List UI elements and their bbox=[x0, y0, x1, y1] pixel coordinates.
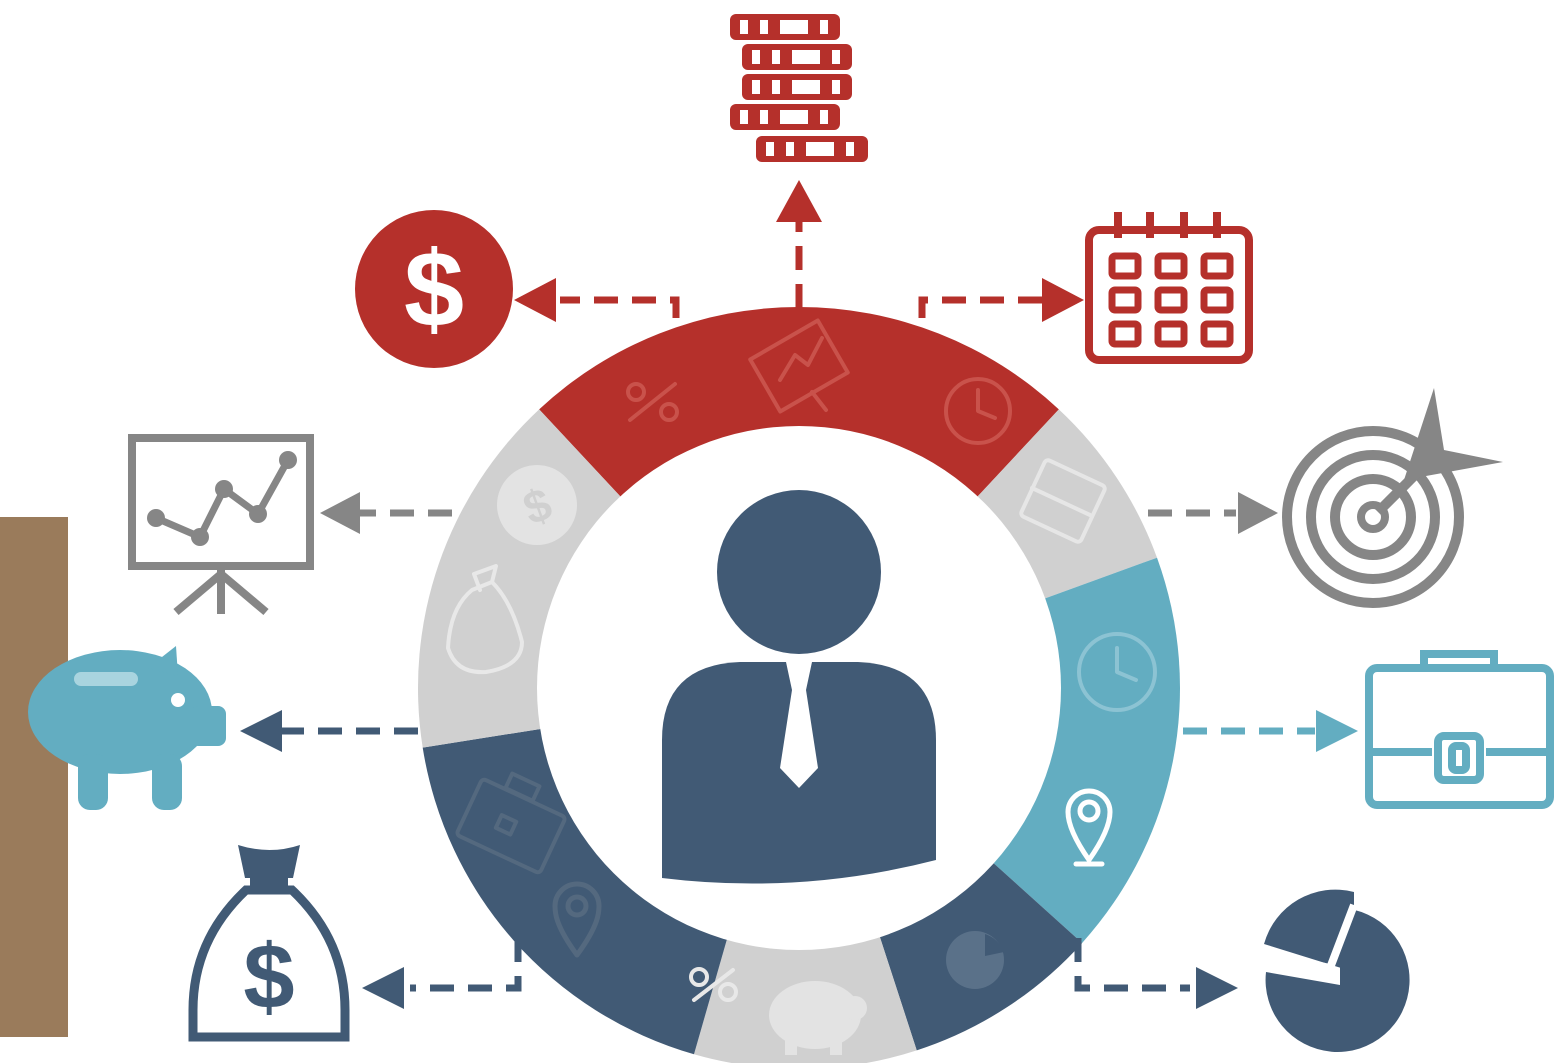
ring-icons: $ bbox=[446, 318, 1157, 1055]
coin-stripe bbox=[760, 20, 768, 34]
dollar-coin-icon: $ bbox=[355, 210, 513, 368]
svg-text:$: $ bbox=[243, 926, 294, 1028]
coin-stripe bbox=[760, 110, 768, 124]
calendar-cell bbox=[1154, 320, 1188, 348]
connector-calendar bbox=[918, 296, 1042, 318]
coin-stripe bbox=[820, 20, 828, 34]
coin-stripe bbox=[752, 80, 760, 94]
coin-stripe bbox=[800, 110, 808, 124]
coin-stripe bbox=[792, 80, 818, 94]
connectors bbox=[282, 220, 1315, 992]
arrowheads bbox=[240, 180, 1358, 1009]
arrowhead-left bbox=[514, 278, 556, 322]
coin-stripe bbox=[740, 110, 748, 124]
arrowhead-left bbox=[362, 967, 404, 1009]
coin-stripe bbox=[772, 50, 780, 64]
side-panel-bar bbox=[0, 517, 68, 1037]
ring-dollar-coin-icon: $ bbox=[497, 465, 577, 545]
arrowhead-left bbox=[240, 710, 282, 752]
calendar-cell bbox=[1108, 252, 1142, 280]
calendar-cell bbox=[1154, 252, 1188, 280]
connector-money-bag bbox=[410, 938, 522, 992]
calendar-cell bbox=[1108, 320, 1142, 348]
coin-stripe bbox=[820, 110, 828, 124]
coin-stripe bbox=[772, 80, 780, 94]
calendar-cell bbox=[1200, 320, 1234, 348]
coin-stripe bbox=[766, 142, 774, 156]
calendar-icon bbox=[1085, 212, 1253, 364]
piggy-bank-icon bbox=[28, 646, 226, 810]
businessman-icon bbox=[662, 490, 936, 884]
ring-clock-icon bbox=[1077, 632, 1157, 712]
target-icon bbox=[1282, 388, 1503, 608]
calendar-cell bbox=[1108, 286, 1142, 314]
coin-stripe bbox=[832, 80, 840, 94]
arrowhead-right bbox=[1316, 710, 1358, 752]
ring-percent-icon bbox=[689, 967, 738, 1002]
coin-stripe bbox=[800, 20, 808, 34]
briefcase-icon bbox=[1365, 650, 1554, 809]
coin-stripe bbox=[806, 142, 832, 156]
coin-stripe bbox=[786, 142, 794, 156]
coin-stripe bbox=[780, 20, 806, 34]
arrowhead-right bbox=[1238, 492, 1278, 534]
ring-location-pin-icon bbox=[552, 881, 602, 958]
coin-stripe bbox=[832, 50, 840, 64]
calendar-cell bbox=[1154, 286, 1188, 314]
coin-stripe bbox=[740, 20, 748, 34]
chart-board-icon bbox=[128, 434, 314, 616]
ring-piggy-bank-icon bbox=[769, 981, 867, 1055]
calendar-cell bbox=[1200, 286, 1234, 314]
arrowhead-right bbox=[1196, 967, 1238, 1009]
connector-pie-chart bbox=[1074, 938, 1190, 992]
arrowhead-right bbox=[1042, 278, 1084, 322]
pie-chart-icon bbox=[1264, 889, 1410, 1052]
coin-stripe bbox=[752, 50, 760, 64]
ring-calendar-icon bbox=[1019, 458, 1107, 544]
arrowhead-left bbox=[320, 492, 360, 534]
coin-stripe bbox=[846, 142, 854, 156]
ring-percent-icon bbox=[626, 382, 679, 422]
connector-dollar-coin bbox=[560, 296, 680, 318]
calendar-cell bbox=[1200, 252, 1234, 280]
coin-stripe bbox=[792, 50, 818, 64]
svg-text:$: $ bbox=[404, 228, 464, 349]
ring-money-bag-icon bbox=[446, 564, 524, 675]
ring-clock-icon bbox=[944, 377, 1012, 445]
money-bag-icon: $ bbox=[188, 845, 350, 1042]
ring-briefcase-icon bbox=[455, 771, 567, 875]
arrowhead-up bbox=[776, 180, 822, 222]
ring-location-pin-icon bbox=[1065, 788, 1113, 867]
coin-stripe bbox=[812, 50, 820, 64]
ring-pie-chart-icon bbox=[946, 931, 1004, 989]
coin-stripe bbox=[826, 142, 834, 156]
coin-stripe bbox=[780, 110, 806, 124]
ring-chart-board-icon bbox=[748, 318, 850, 414]
coin-stack-icon bbox=[730, 14, 868, 162]
coin-stripe bbox=[812, 80, 820, 94]
